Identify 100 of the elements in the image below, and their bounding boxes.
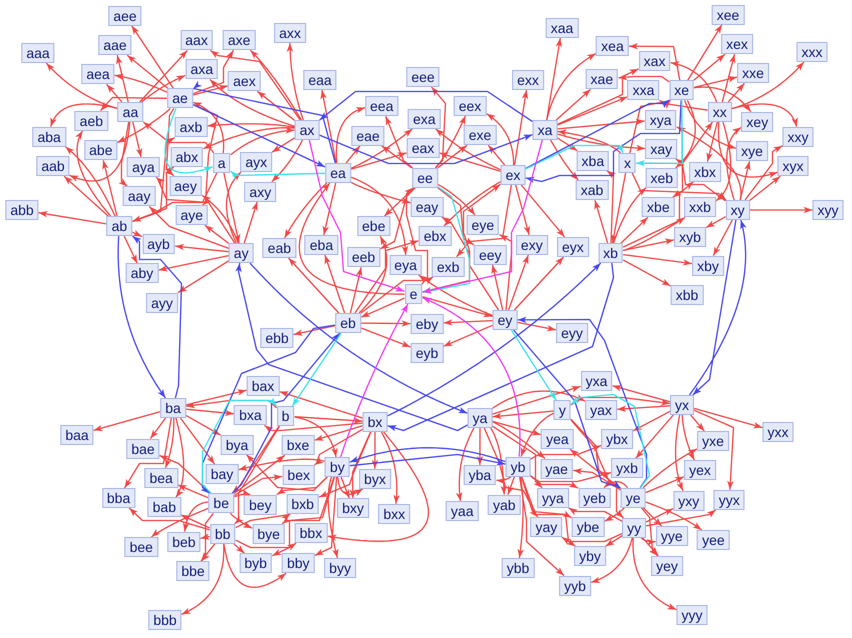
arrow: [150, 418, 166, 439]
arrow: [744, 145, 783, 200]
word-box: bee: [124, 537, 158, 557]
arrow: [682, 414, 695, 460]
arrow: [203, 127, 295, 150]
word-box: bya: [220, 434, 254, 455]
arrow: [64, 176, 109, 217]
word-box: yae: [540, 458, 573, 479]
arrow: [546, 38, 562, 120]
word-box: aay: [122, 186, 156, 206]
arrow: [492, 386, 581, 415]
arrow: [235, 540, 296, 551]
arrow: [178, 260, 230, 294]
word-box: ay: [228, 243, 254, 263]
word-box: eya: [389, 255, 422, 276]
arrow: [380, 432, 400, 504]
word-box: xey: [741, 112, 774, 132]
word-box: xby: [692, 256, 724, 276]
arrow: [328, 476, 338, 558]
word-box: ea: [325, 163, 351, 183]
arrow: [646, 508, 674, 523]
arrow: [518, 476, 564, 576]
word-box: ybb: [502, 558, 534, 578]
word-box: yye: [656, 526, 688, 546]
arrow: [126, 54, 168, 89]
arrow: [244, 202, 258, 244]
arrow: [694, 410, 734, 490]
arrow: [692, 220, 737, 396]
arrow: [340, 476, 350, 499]
arrow: [186, 408, 234, 416]
word-box: eyy: [556, 323, 588, 343]
word-box: a: [212, 153, 231, 173]
arrow: [546, 52, 596, 120]
arrow: [182, 501, 208, 532]
arrow: [192, 102, 224, 154]
arrow: [422, 184, 501, 293]
word-box: xe: [669, 80, 694, 100]
word-box: bab: [148, 497, 181, 518]
arrow: [492, 426, 543, 488]
word-box: bay: [206, 464, 238, 484]
arrow: [594, 200, 608, 244]
arrow: [438, 144, 468, 168]
arrow: [640, 507, 658, 556]
word-box: bx: [362, 412, 388, 432]
arrow: [476, 428, 484, 465]
arrow: [716, 122, 732, 202]
word-box: axa: [186, 59, 218, 80]
arrow: [728, 82, 745, 102]
word-box: ybx: [601, 429, 633, 450]
arrow: [360, 327, 411, 348]
arrow: [642, 538, 659, 556]
arrow: [204, 224, 230, 244]
arrow: [749, 176, 781, 202]
arrow: [200, 533, 210, 540]
arrow: [694, 408, 763, 428]
arrow: [308, 140, 405, 292]
arrow: [718, 122, 778, 178]
word-box: aa: [118, 102, 144, 122]
word-box: yax: [585, 400, 617, 420]
arrow: [360, 298, 405, 318]
arrow: [294, 416, 363, 424]
arrow: [340, 304, 408, 458]
word-box: be: [208, 493, 234, 514]
arrow: [288, 258, 340, 314]
arrow: [350, 152, 407, 170]
word-box: ayy: [146, 292, 178, 313]
arrow: [488, 144, 506, 166]
word-box: eaa: [303, 70, 337, 90]
arrow: [286, 43, 304, 120]
word-box: yay: [530, 517, 562, 538]
arrow: [358, 236, 388, 314]
word-box: xyy: [812, 200, 844, 220]
arrow: [158, 254, 229, 272]
arrow: [443, 324, 493, 347]
arrow: [688, 220, 747, 396]
arrow: [223, 544, 286, 588]
arrow: [706, 122, 718, 162]
arrow: [384, 187, 415, 217]
word-box: xbe: [642, 197, 675, 218]
word-box: bb: [210, 524, 236, 544]
arrow: [350, 176, 408, 256]
arrow: [514, 90, 528, 166]
word-box: xee: [712, 4, 744, 25]
arrow: [530, 472, 612, 482]
arrow: [232, 332, 340, 494]
arrow: [732, 103, 798, 127]
arrow: [422, 297, 521, 457]
arrow: [350, 454, 506, 466]
word-box: aeb: [74, 110, 108, 131]
arrow: [164, 418, 174, 468]
word-box: abx: [170, 146, 204, 167]
word-box: bxe: [282, 435, 314, 456]
arrow: [520, 184, 566, 238]
word-box: y: [554, 400, 571, 420]
word-box: xea: [596, 36, 629, 56]
arrow: [438, 184, 476, 216]
arrow: [443, 319, 493, 326]
arrow: [622, 238, 674, 252]
word-box: exx: [512, 70, 544, 90]
arrow: [726, 126, 742, 200]
